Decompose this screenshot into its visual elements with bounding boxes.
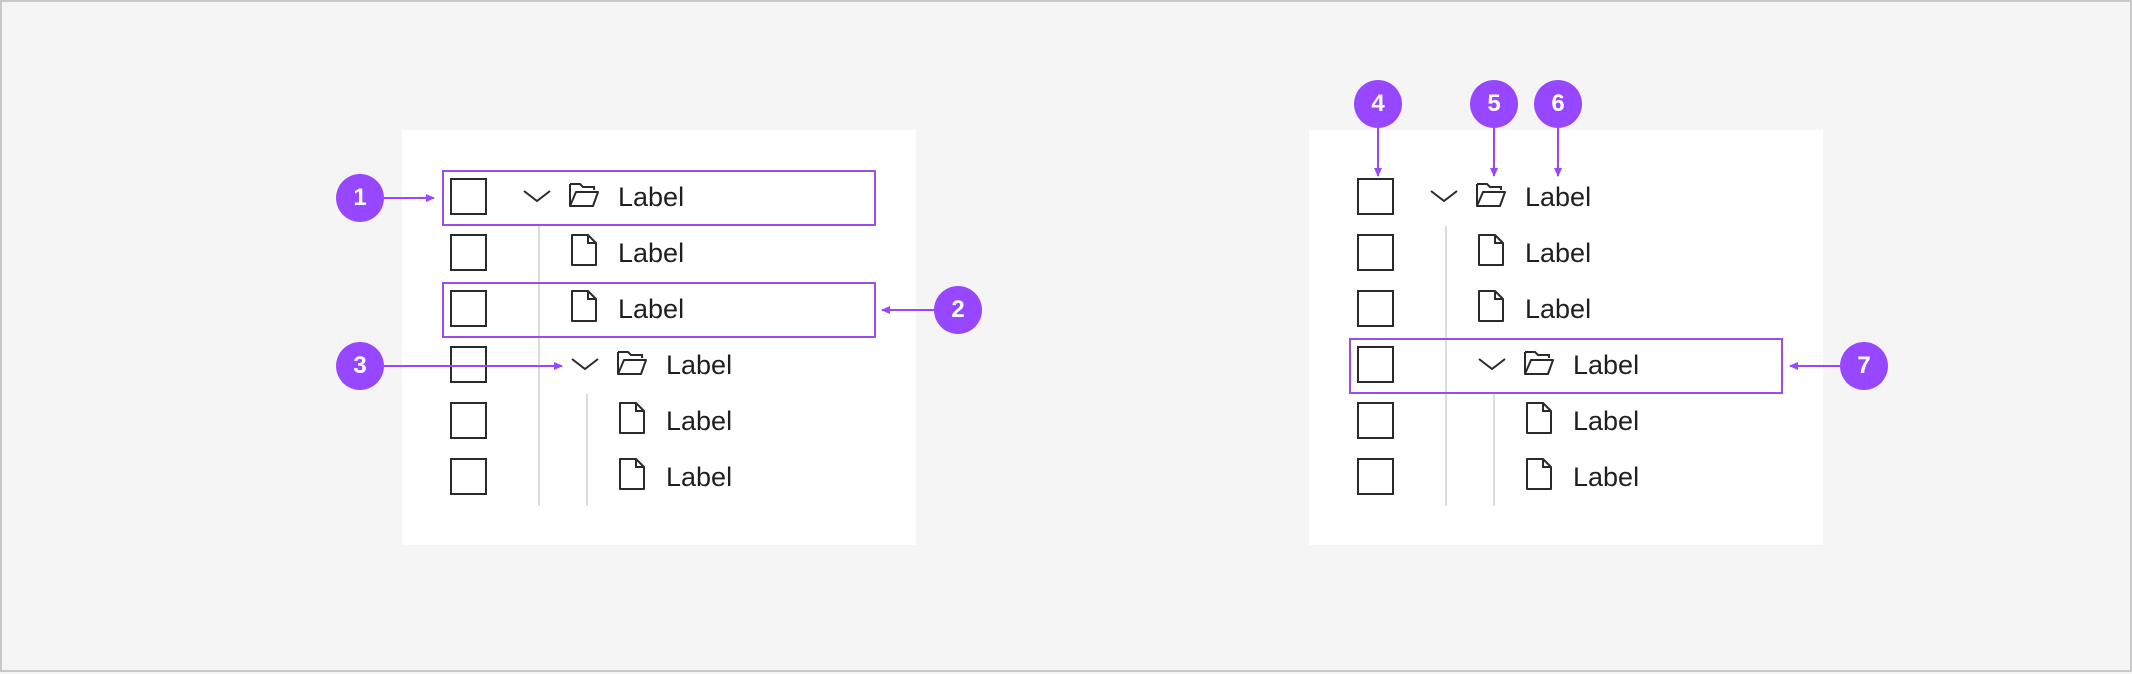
chevron-down-icon[interactable] xyxy=(570,352,600,376)
tree-guide-line xyxy=(1493,394,1495,506)
file-icon xyxy=(619,458,645,490)
file-icon xyxy=(1478,290,1504,322)
tree-row-label: Label xyxy=(666,406,733,436)
file-icon xyxy=(1526,458,1552,490)
checkbox-icon[interactable] xyxy=(450,402,487,439)
callout-badge-4: 4 xyxy=(1354,80,1402,128)
chevron-down-icon[interactable] xyxy=(1477,352,1507,376)
tree-row[interactable]: Label xyxy=(402,338,916,394)
tree-row-label: Label xyxy=(618,294,685,324)
chevron-down-icon[interactable] xyxy=(522,184,552,208)
folder-open-icon xyxy=(617,351,647,375)
tree-row[interactable]: Label xyxy=(402,450,916,506)
tree-row[interactable]: Label xyxy=(402,282,916,338)
tree-row-label: Label xyxy=(618,182,685,212)
tree-row[interactable]: Label xyxy=(402,226,916,282)
file-icon xyxy=(571,290,597,322)
tree-panel-right: Label Label Label Label Label Label xyxy=(1309,130,1823,545)
file-icon xyxy=(619,402,645,434)
checkbox-icon[interactable] xyxy=(1357,458,1394,495)
tree-row[interactable]: Label xyxy=(1309,282,1823,338)
tree-row-label: Label xyxy=(666,462,733,492)
folder-open-icon xyxy=(569,183,599,207)
tree-row[interactable]: Label xyxy=(1309,338,1823,394)
tree-row-label: Label xyxy=(1525,182,1592,212)
checkbox-icon[interactable] xyxy=(450,290,487,327)
callout-badge-7: 7 xyxy=(1840,342,1888,390)
tree-row[interactable]: Label xyxy=(1309,394,1823,450)
tree-row[interactable]: Label xyxy=(402,394,916,450)
checkbox-icon[interactable] xyxy=(1357,178,1394,215)
folder-open-icon xyxy=(1524,351,1554,375)
chevron-down-icon[interactable] xyxy=(1429,184,1459,208)
tree-row-label: Label xyxy=(1573,462,1640,492)
checkbox-icon[interactable] xyxy=(450,234,487,271)
callout-badge-6: 6 xyxy=(1534,80,1582,128)
tree-row-label: Label xyxy=(618,238,685,268)
tree-row-label: Label xyxy=(1573,350,1640,380)
callout-badge-3: 3 xyxy=(336,342,384,390)
file-icon xyxy=(1478,234,1504,266)
checkbox-icon[interactable] xyxy=(450,458,487,495)
checkbox-icon[interactable] xyxy=(1357,346,1394,383)
tree-row[interactable]: Label xyxy=(1309,450,1823,506)
file-icon xyxy=(571,234,597,266)
callout-badge-5: 5 xyxy=(1470,80,1518,128)
highlight-box-2 xyxy=(442,282,876,338)
checkbox-icon[interactable] xyxy=(450,346,487,383)
callout-badge-1: 1 xyxy=(336,174,384,222)
tree-guide-line xyxy=(1445,226,1447,506)
checkbox-icon[interactable] xyxy=(1357,290,1394,327)
checkbox-icon[interactable] xyxy=(450,178,487,215)
checkbox-icon[interactable] xyxy=(1357,402,1394,439)
tree-row[interactable]: Label xyxy=(1309,226,1823,282)
tree-panel-left: Label Label Label Label Label xyxy=(402,130,916,545)
tree-guide-line xyxy=(586,394,588,506)
highlight-box-7 xyxy=(1349,338,1783,394)
tree-row-label: Label xyxy=(1573,406,1640,436)
tree-row-label: Label xyxy=(666,350,733,380)
tree-row[interactable]: Label xyxy=(402,170,916,226)
highlight-box-1 xyxy=(442,170,876,226)
tree-row[interactable]: Label xyxy=(1309,170,1823,226)
tree-row-label: Label xyxy=(1525,294,1592,324)
file-icon xyxy=(1526,402,1552,434)
tree-row-label: Label xyxy=(1525,238,1592,268)
checkbox-icon[interactable] xyxy=(1357,234,1394,271)
folder-open-icon xyxy=(1476,183,1506,207)
callout-badge-2: 2 xyxy=(934,286,982,334)
